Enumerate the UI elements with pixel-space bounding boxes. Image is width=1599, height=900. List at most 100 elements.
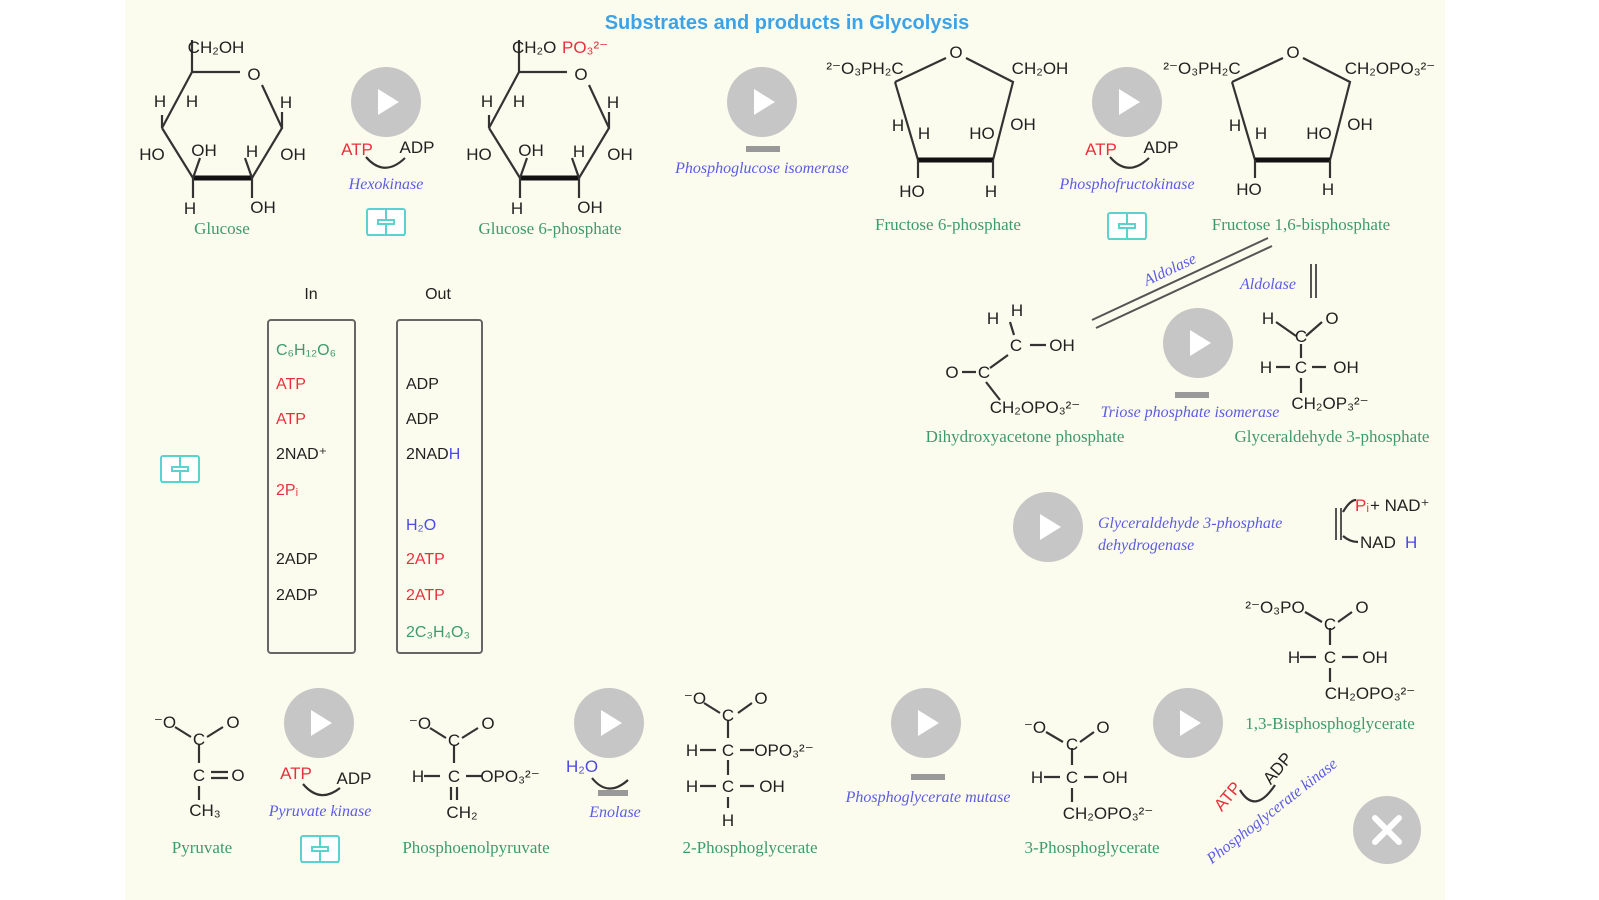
svg-text:CH₂OP₃²⁻: CH₂OP₃²⁻ <box>1291 394 1368 413</box>
book-icon-hexokinase[interactable] <box>366 208 406 236</box>
svg-text:OH: OH <box>250 198 276 217</box>
svg-text:H: H <box>1405 533 1417 552</box>
play-button-hexokinase[interactable] <box>351 67 421 137</box>
svg-text:CH₂O: CH₂O <box>512 38 556 57</box>
molecule-name: Glucose 6-phosphate <box>478 219 621 238</box>
play-button-gapdh[interactable] <box>1013 492 1083 562</box>
svg-text:CH₃: CH₃ <box>189 801 220 820</box>
in-header: In <box>304 286 317 303</box>
svg-text:Hexokinase: Hexokinase <box>348 176 424 193</box>
svg-text:H: H <box>511 199 523 218</box>
svg-text:OH: OH <box>577 198 603 217</box>
svg-text:O: O <box>247 65 260 84</box>
svg-text:HO: HO <box>899 182 925 201</box>
svg-text:O: O <box>945 363 958 382</box>
svg-text:OH: OH <box>759 777 785 796</box>
out-item: 2ATP <box>406 587 445 604</box>
play-button-phosphofructokinase[interactable] <box>1092 67 1162 137</box>
play-button-enolase[interactable] <box>574 688 644 758</box>
svg-text:O: O <box>1096 718 1109 737</box>
svg-text:OPO₃²⁻: OPO₃²⁻ <box>754 741 813 760</box>
svg-text:C: C <box>722 777 734 796</box>
molecule-name: 1,3-Bisphosphoglycerate <box>1245 714 1415 733</box>
svg-text:Phosphofructokinase: Phosphofructokinase <box>1058 176 1194 193</box>
in-item: C₆H₁₂O₆ <box>276 342 336 359</box>
molecule-name: Glucose <box>194 219 250 238</box>
svg-text:CH₂OPO₃²⁻: CH₂OPO₃²⁻ <box>1063 804 1154 823</box>
svg-text:C: C <box>193 730 205 749</box>
svg-text:H: H <box>722 811 734 830</box>
svg-text:CH₂OPO₃²⁻: CH₂OPO₃²⁻ <box>1325 684 1416 703</box>
svg-text:²⁻O₃PH₂C: ²⁻O₃PH₂C <box>1163 59 1240 78</box>
play-button-triose-phosphate-isomerase[interactable] <box>1163 308 1233 378</box>
out-item: 2C₃H₄O₃ <box>406 624 470 641</box>
svg-text:ATP: ATP <box>341 140 373 159</box>
pgi-step: Phosphoglucose isomerase <box>674 146 849 177</box>
svg-text:ATP: ATP <box>280 764 312 783</box>
svg-text:CH₂OH: CH₂OH <box>1012 59 1069 78</box>
pgm-step: Phosphoglycerate mutase <box>845 774 1010 806</box>
svg-text:OH: OH <box>1347 115 1373 134</box>
play-button-phosphoglycerate-kinase[interactable] <box>1153 688 1223 758</box>
svg-text:H: H <box>1011 301 1023 320</box>
svg-text:H: H <box>184 199 196 218</box>
svg-text:H: H <box>1322 180 1334 199</box>
svg-text:CH₂OPO₃²⁻: CH₂OPO₃²⁻ <box>990 398 1081 417</box>
svg-text:HO: HO <box>466 145 492 164</box>
molecule-name: Fructose 6-phosphate <box>875 215 1021 234</box>
molecule-glucose: CH₂OH O H H H HO OH H OH H OH Glucose <box>139 38 306 238</box>
book-label-mark <box>1118 223 1136 229</box>
book-label-mark <box>171 466 189 472</box>
svg-text:OH: OH <box>518 141 544 160</box>
tpi-arrow: Triose phosphate isomerase <box>1101 392 1279 421</box>
svg-text:O: O <box>1286 43 1299 62</box>
svg-text:PO₃²⁻: PO₃²⁻ <box>562 38 608 57</box>
svg-text:ATP: ATP <box>1210 778 1245 815</box>
molecule-fructose-6-phosphate: ²⁻O₃PH₂C O CH₂OH H H HO OH HO H Fructose… <box>826 43 1068 234</box>
svg-text:O: O <box>481 714 494 733</box>
svg-text:dehydrogenase: dehydrogenase <box>1098 537 1194 554</box>
svg-text:HO: HO <box>1236 180 1262 199</box>
book-label-mark <box>311 846 329 852</box>
svg-text:⁻O: ⁻O <box>409 714 431 733</box>
play-icon <box>918 710 939 736</box>
hexokinase-step: ATP ADP Hexokinase <box>341 138 434 193</box>
svg-text:O: O <box>574 65 587 84</box>
book-icon-phosphofructokinase[interactable] <box>1107 212 1147 240</box>
book-icon-pyruvate-kinase[interactable] <box>300 835 340 863</box>
svg-text:CH₂: CH₂ <box>446 803 477 822</box>
svg-text:C: C <box>1066 735 1078 754</box>
play-button-pyruvate-kinase[interactable] <box>284 688 354 758</box>
play-icon <box>754 89 775 115</box>
svg-text:H: H <box>1288 648 1300 667</box>
svg-text:HO: HO <box>969 124 995 143</box>
svg-text:HO: HO <box>1306 124 1332 143</box>
svg-text:H: H <box>280 93 292 112</box>
play-icon <box>601 710 622 736</box>
in-item: 2Pᵢ <box>276 482 298 499</box>
svg-text:H: H <box>573 142 585 161</box>
svg-text:NAD: NAD <box>1360 533 1396 552</box>
svg-text:O: O <box>754 689 767 708</box>
svg-text:Aldolase: Aldolase <box>1239 276 1296 293</box>
svg-text:OH: OH <box>1362 648 1388 667</box>
svg-text:C: C <box>722 741 734 760</box>
svg-text:OH: OH <box>280 145 306 164</box>
play-button-phosphoglycerate-mutase[interactable] <box>891 688 961 758</box>
svg-text:H: H <box>1255 124 1267 143</box>
close-button[interactable] <box>1353 796 1421 864</box>
svg-text:C: C <box>1066 768 1078 787</box>
svg-text:⁻O: ⁻O <box>1024 718 1046 737</box>
svg-text:O: O <box>1325 309 1338 328</box>
out-header: Out <box>425 286 451 303</box>
out-item: 2NADH <box>406 446 460 463</box>
play-button-phosphoglucose-isomerase[interactable] <box>727 67 797 137</box>
svg-text:ADP: ADP <box>1144 138 1179 157</box>
gapdh-step: Glyceraldehyde 3-phosphate dehydrogenase… <box>1098 496 1430 554</box>
svg-text:H: H <box>412 767 424 786</box>
svg-text:C: C <box>193 766 205 785</box>
pfk-step: ATP ADP Phosphofructokinase <box>1058 138 1194 193</box>
in-item: 2NAD⁺ <box>276 446 327 463</box>
book-icon-summary[interactable] <box>160 455 200 483</box>
